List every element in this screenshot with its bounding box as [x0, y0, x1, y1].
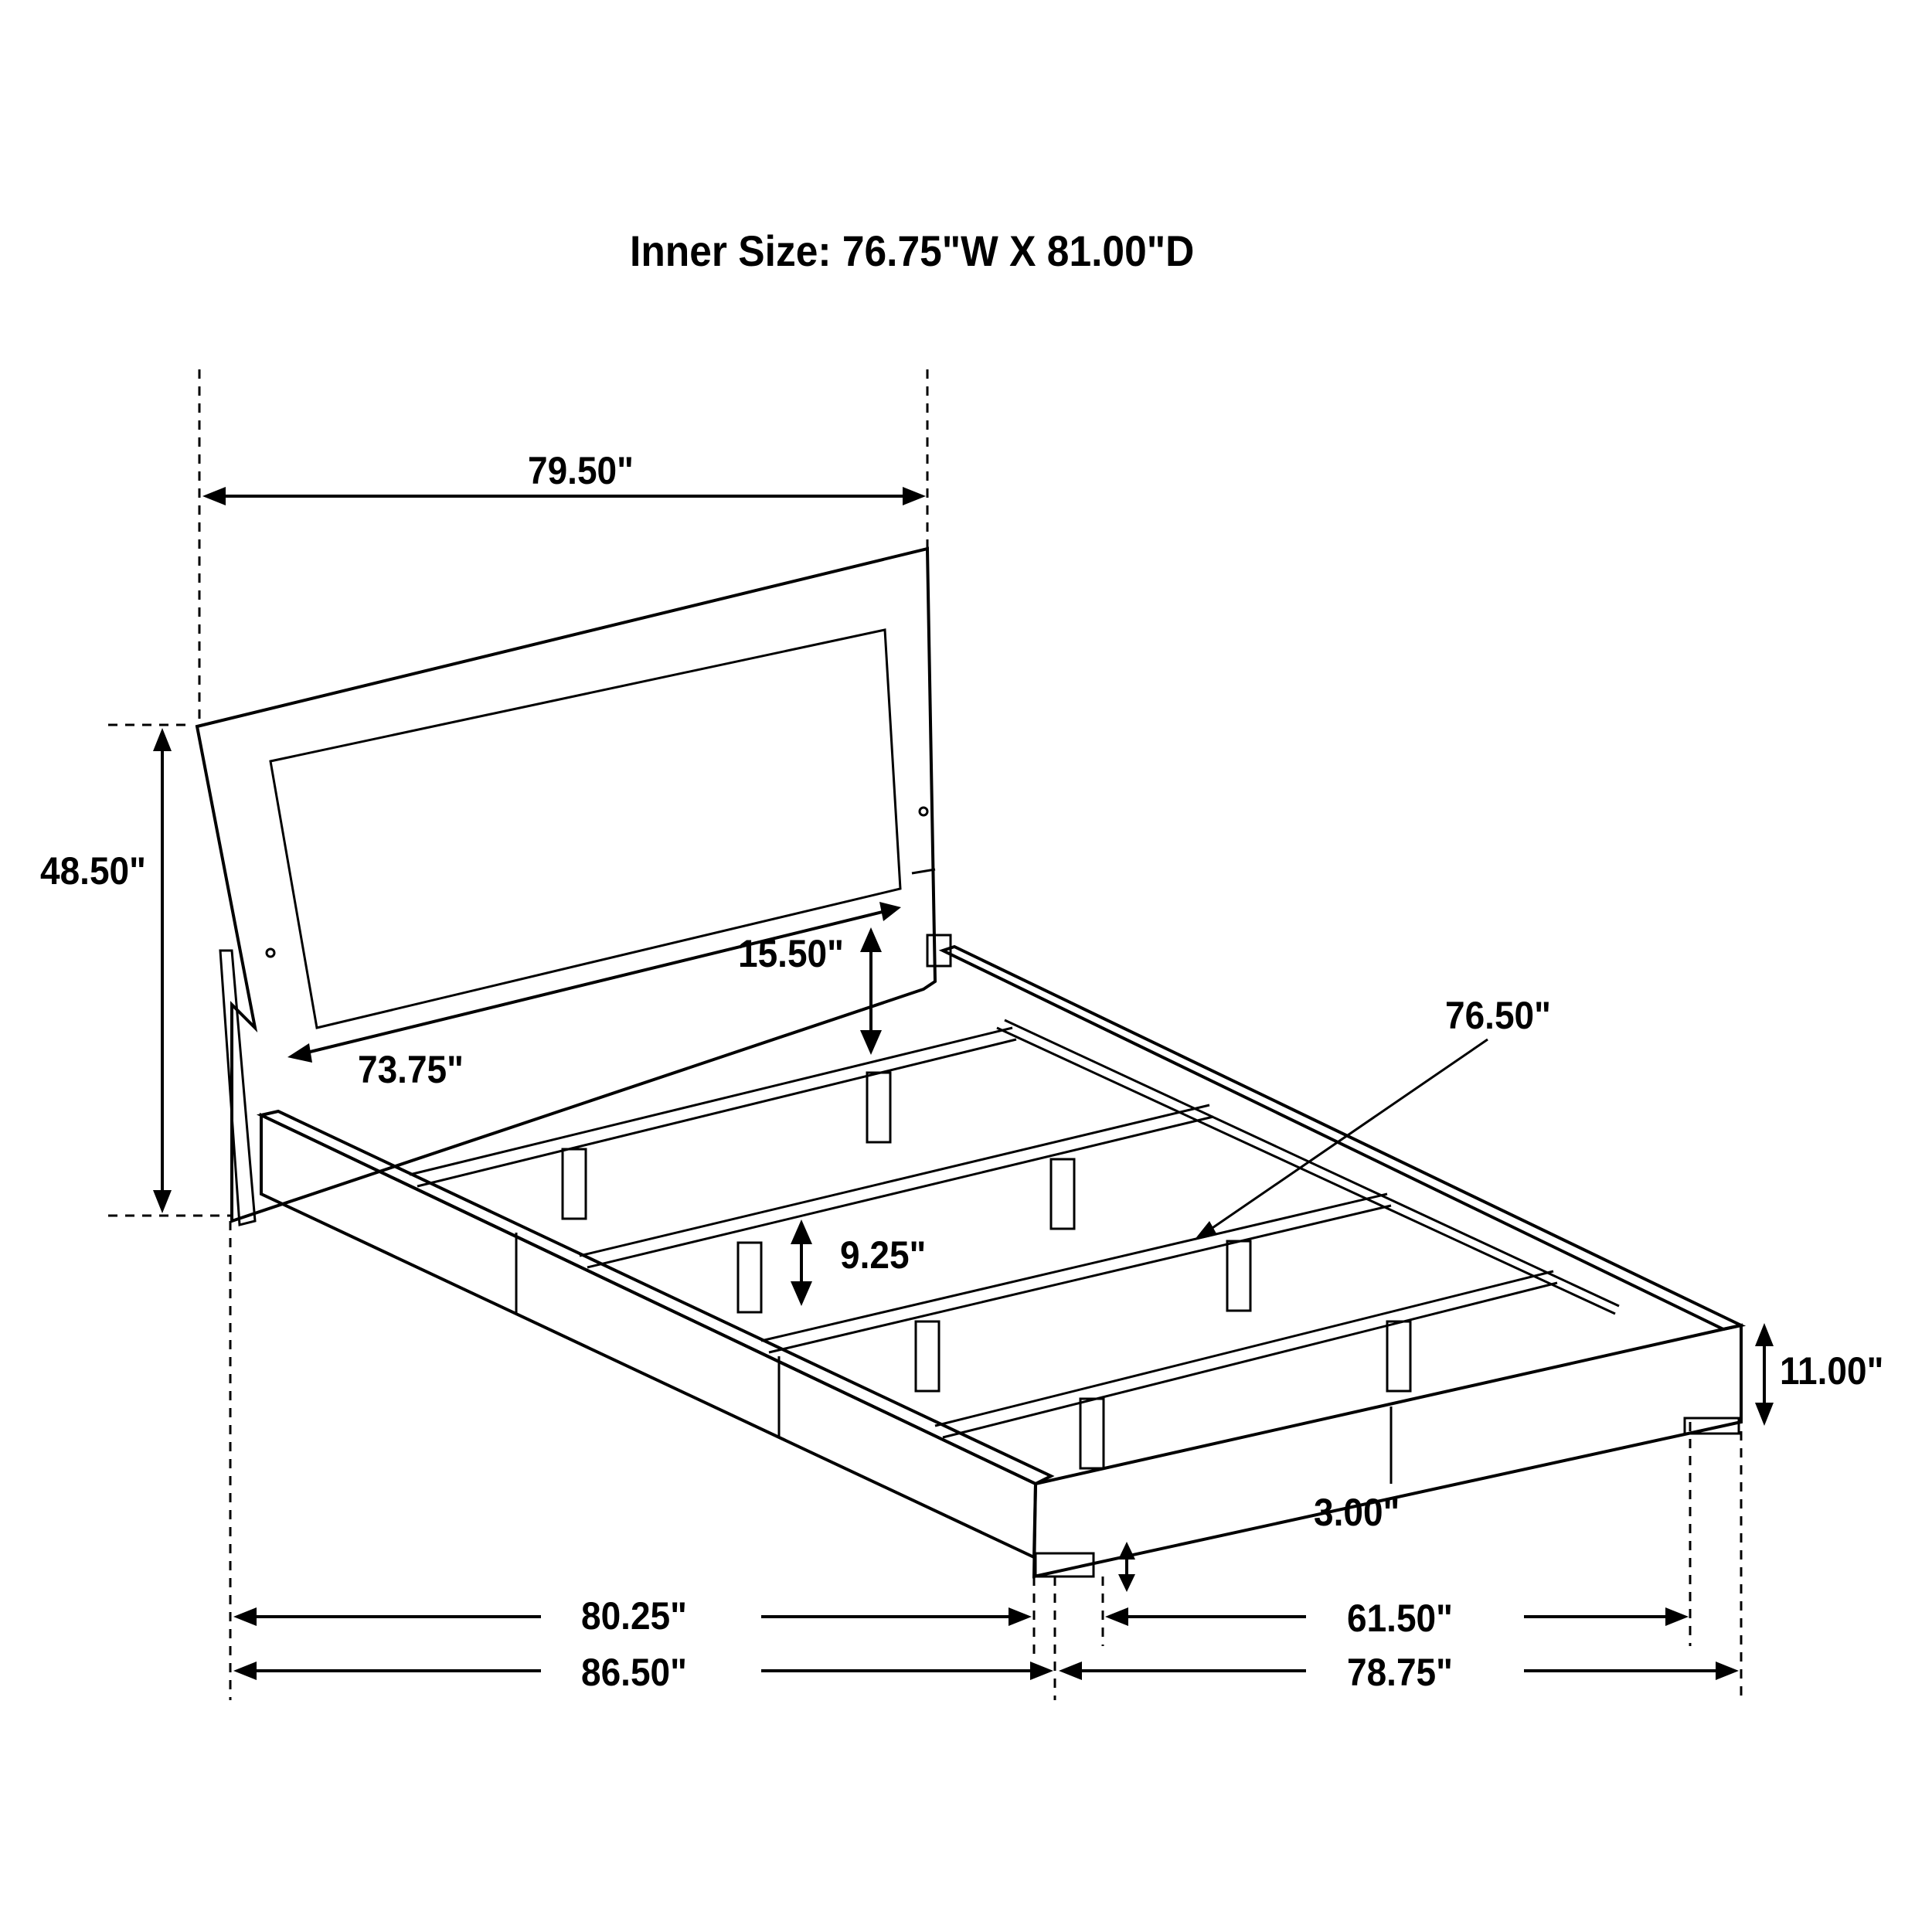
headboard-height-label: 48.50" [40, 849, 146, 893]
headboard-clearance-label: 15.50" [738, 932, 844, 975]
headboard-width-label: 79.50" [528, 449, 634, 492]
slat-leg-height-label: 9.25" [840, 1233, 927, 1277]
inner-size-title: Inner Size: 76.75"W X 81.00"D [630, 226, 1195, 275]
floor-clearance-label: 3.00" [1314, 1491, 1400, 1534]
headboard-panel-width-label: 73.75" [358, 1048, 464, 1091]
rail-length-label: 80.25" [581, 1594, 687, 1638]
slat-length-label: 76.50" [1445, 994, 1551, 1037]
overall-width-label: 78.75" [1347, 1651, 1453, 1694]
overall-length-label: 86.50" [581, 1651, 687, 1694]
foot-width-label: 61.50" [1347, 1597, 1453, 1640]
footboard-height-label: 11.00" [1780, 1349, 1884, 1393]
